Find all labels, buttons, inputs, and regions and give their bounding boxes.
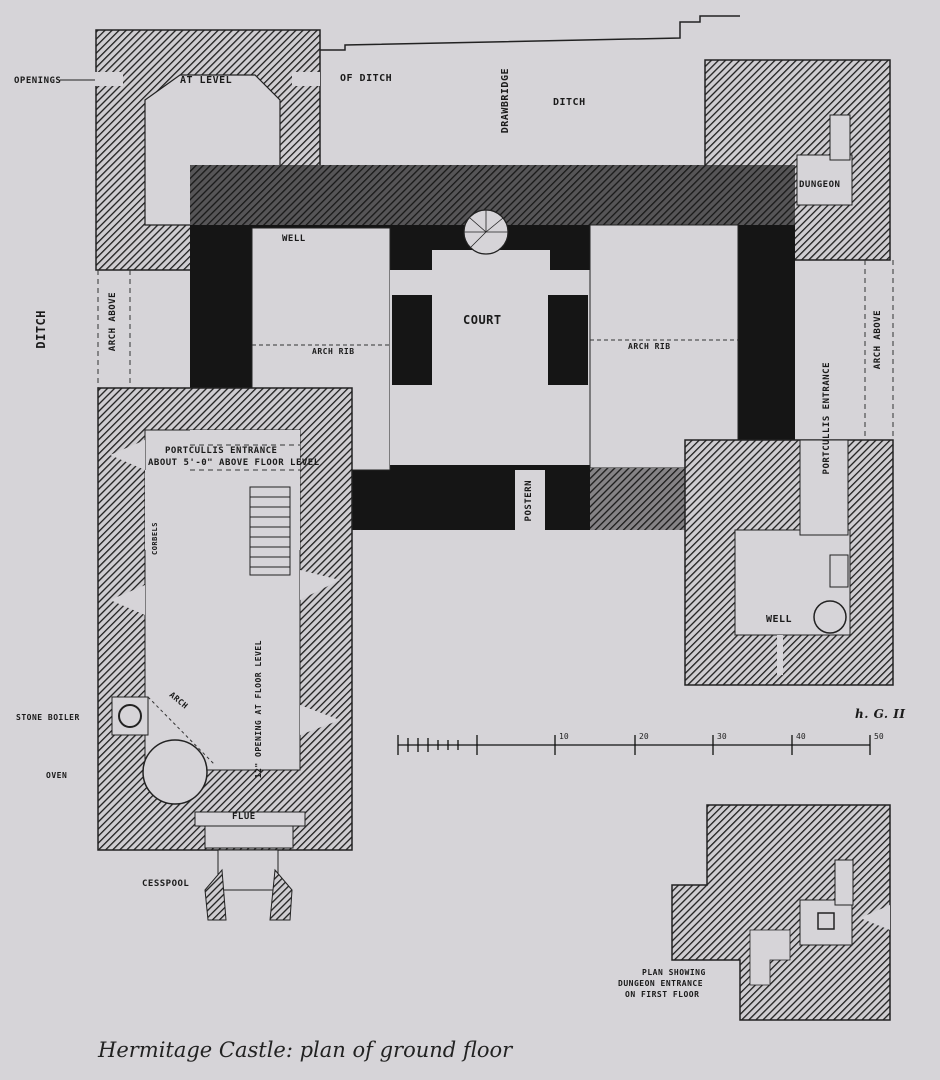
label-at-level: AT LEVEL (180, 75, 233, 86)
se-tower (684, 439, 894, 686)
label-inset-1: PLAN SHOWING (642, 968, 706, 977)
scale-bar (397, 735, 871, 755)
label-ditch-top: DITCH (553, 97, 586, 108)
label-arch-rib-right: ARCH RIB (628, 342, 671, 351)
label-dungeon: DUNGEON (799, 180, 841, 190)
scale-tick-label: 30 (717, 732, 727, 741)
label-arch-above-right: ARCH ABOVE (873, 310, 883, 370)
label-opening-floor: 12" OPENING AT FLOOR LEVEL (254, 640, 263, 779)
label-cesspool: CESSPOOL (142, 879, 190, 889)
label-drawbridge: DRAWBRIDGE (500, 68, 511, 134)
label-well-se: WELL (766, 614, 793, 625)
label-portcullis-left-2: ABOUT 5'-0" ABOVE FLOOR LEVEL (148, 458, 320, 468)
inset-dungeon-plan (671, 804, 891, 1021)
label-corbels: CORBELS (151, 522, 159, 556)
label-inset-3: ON FIRST FLOOR (625, 990, 700, 999)
label-arch-rib-left: ARCH RIB (312, 347, 355, 356)
scale-tick-label: 10 (559, 732, 569, 741)
label-portcullis-left-1: PORTCULLIS ENTRANCE (165, 446, 278, 456)
ditch-edge-line (96, 15, 740, 51)
west-range (97, 387, 353, 921)
label-signature: h. G. II (855, 707, 906, 721)
label-arch-above-left: ARCH ABOVE (108, 292, 118, 352)
label-portcullis-right: PORTCULLIS ENTRANCE (822, 362, 832, 475)
label-postern: POSTERN (524, 480, 534, 522)
label-inset-2: DUNGEON ENTRANCE (618, 979, 704, 988)
label-openings: OPENINGS (14, 76, 62, 86)
figure-caption: Hermitage Castle: plan of ground floor (98, 1038, 513, 1062)
scale-tick-label: 50 (874, 732, 884, 741)
label-court: COURT (463, 313, 502, 327)
scale-tick-label: 40 (796, 732, 806, 741)
label-ditch-left: DITCH (34, 310, 48, 349)
label-stone-boiler: STONE BOILER (16, 713, 80, 722)
label-of-ditch: OF DITCH (340, 73, 393, 84)
label-well-nw: WELL (282, 234, 306, 244)
scale-tick-label: 20 (639, 732, 649, 741)
label-flue: FLUE (232, 812, 256, 822)
label-oven: OVEN (46, 771, 68, 780)
